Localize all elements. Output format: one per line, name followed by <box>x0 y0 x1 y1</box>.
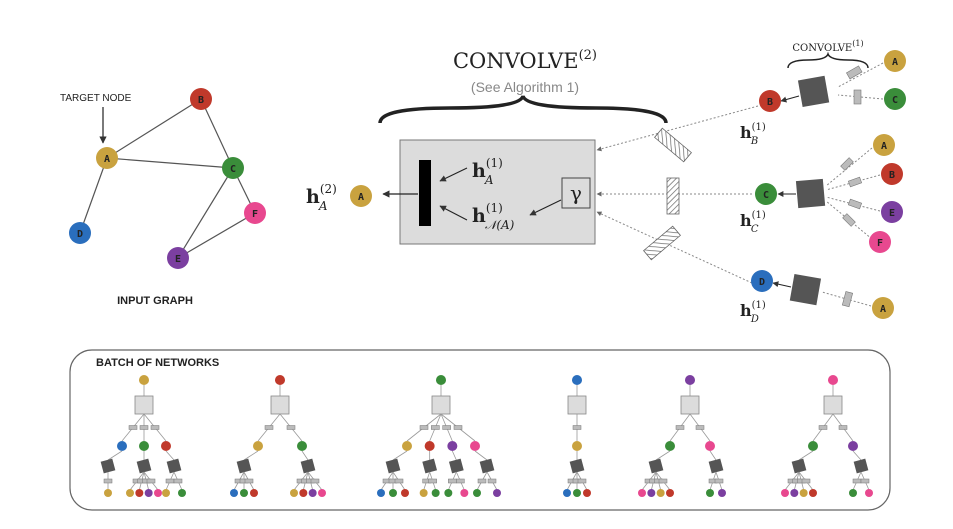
target-node-label: TARGET NODE <box>60 93 132 104</box>
convolve-2-subtitle: (See Algorithm 1) <box>471 79 579 95</box>
branch-D: D A h(1)D <box>740 270 894 325</box>
svg-text:E: E <box>889 208 895 219</box>
hA1-label: h(1)A <box>472 156 503 187</box>
hA1-arrow <box>439 167 468 182</box>
output-node-A: A <box>350 185 372 207</box>
weight-hatch-1 <box>654 127 692 163</box>
hD1-label: h(1)D <box>740 300 766 325</box>
convolve-2-title: CONVOLVE(2) <box>453 48 597 73</box>
input-node-E: E <box>167 247 189 269</box>
gamma-symbol: γ <box>570 181 582 205</box>
svg-text:F: F <box>252 209 258 220</box>
batch-trees <box>100 375 873 497</box>
convolve-2-brace <box>378 95 668 124</box>
input-node-F: F <box>244 202 266 224</box>
svg-text:E: E <box>175 254 181 265</box>
weight-hatch-2 <box>666 177 680 215</box>
svg-text:F: F <box>877 238 883 249</box>
svg-text:A: A <box>892 57 898 68</box>
branch-B: B A C h(1)B <box>740 50 906 147</box>
svg-text:D: D <box>759 277 765 288</box>
input-node-D: D <box>69 222 91 244</box>
hA2-label: h(2)A <box>306 182 337 213</box>
branch-C: C A B E F h(1)C <box>740 134 903 253</box>
input-node-A: A <box>96 147 118 169</box>
convolve-2-section: CONVOLVE(2) (See Algorithm 1) h(1)A h(1)… <box>306 48 759 284</box>
input-graph: TARGET NODE A B C D E F INPUT GRAPH <box>60 88 266 307</box>
svg-text:B: B <box>767 97 773 108</box>
svg-text:A: A <box>358 192 364 203</box>
svg-text:B: B <box>889 170 895 181</box>
concat-bar <box>419 160 431 226</box>
input-node-C: C <box>222 157 244 179</box>
svg-text:D: D <box>77 229 83 240</box>
input-node-B: B <box>190 88 212 110</box>
convolve-1-title: CONVOLVE(1) <box>792 39 863 54</box>
svg-text:A: A <box>881 141 887 152</box>
svg-text:B: B <box>198 95 204 106</box>
svg-text:C: C <box>892 95 898 106</box>
hB1-label: h(1)B <box>740 122 766 147</box>
hN-label: h(1)𝒩(A) <box>472 201 515 232</box>
input-graph-caption: INPUT GRAPH <box>117 295 193 307</box>
svg-text:C: C <box>763 190 769 201</box>
batch-frame <box>69 349 891 511</box>
weight-hatch-3 <box>643 225 681 261</box>
convolve-1-brace <box>787 51 869 69</box>
hN-arrow <box>439 205 468 221</box>
batch-title: BATCH OF NETWORKS <box>96 357 219 369</box>
svg-text:A: A <box>104 154 110 165</box>
gamma-arrow <box>529 199 562 216</box>
gamma-box <box>561 177 591 209</box>
convolve-1-section: CONVOLVE(1) B A C h(1)B <box>740 39 906 325</box>
hC1-label: h(1)C <box>740 210 766 235</box>
input-graph-edges <box>79 98 256 259</box>
svg-text:C: C <box>230 164 236 175</box>
svg-text:A: A <box>880 304 886 315</box>
batch-section: BATCH OF NETWORKS <box>69 349 891 511</box>
